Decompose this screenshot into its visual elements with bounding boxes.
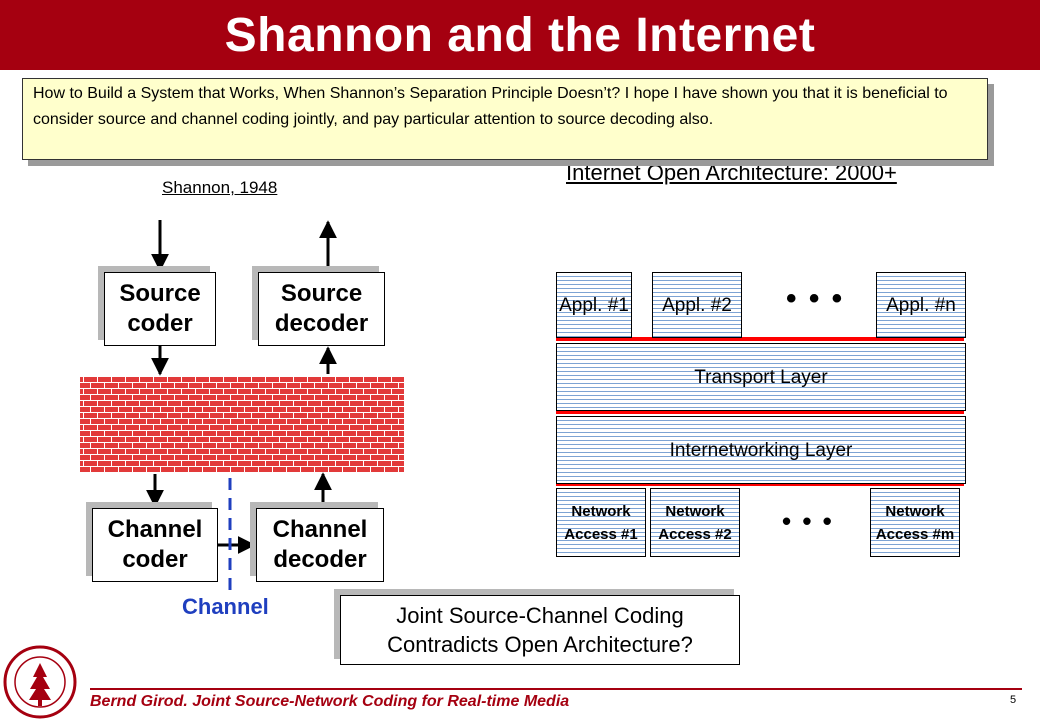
title-bar	[0, 0, 1040, 70]
slide-title: Shannon and the Internet	[224, 9, 816, 62]
brick-wall-channel	[80, 376, 404, 472]
red-divider-mid	[556, 410, 964, 414]
application-ellipsis: • • •	[786, 282, 845, 315]
application-box-2: Appl. #2	[652, 272, 742, 338]
internet-caption: Internet Open Architecture: 2000+	[566, 160, 897, 185]
channel-decoder-box: Channel decoder	[256, 508, 384, 582]
network-access-box-2: Network Access #2	[650, 488, 740, 557]
source-decoder-box: Source decoder	[258, 272, 385, 346]
shannon-caption: Shannon, 1948	[162, 178, 278, 197]
application-box-n: Appl. #n	[876, 272, 966, 338]
source-coder-box: Source coder	[104, 272, 216, 346]
red-divider-top	[556, 337, 964, 341]
red-divider-bottom	[556, 482, 964, 486]
application-box-1: Appl. #1	[556, 272, 632, 338]
footer-credit: Bernd Girod. Joint Source-Network Coding…	[90, 693, 570, 710]
transport-layer: Transport Layer	[556, 343, 966, 411]
footer-divider	[90, 688, 1022, 690]
network-access-box-1: Network Access #1	[556, 488, 646, 557]
page-number: 5	[1010, 694, 1017, 706]
network-access-box-m: Network Access #m	[870, 488, 960, 557]
channel-label: Channel	[182, 594, 269, 619]
internetworking-layer: Internetworking Layer	[556, 416, 966, 484]
channel-coder-box: Channel coder	[92, 508, 218, 582]
joint-coding-question-box: Joint Source-Channel Coding Contradicts …	[340, 595, 740, 665]
stanford-seal-logo	[3, 645, 77, 719]
speaker-note-callout: How to Build a System that Works, When S…	[22, 78, 988, 160]
network-access-ellipsis: • • •	[782, 506, 834, 536]
